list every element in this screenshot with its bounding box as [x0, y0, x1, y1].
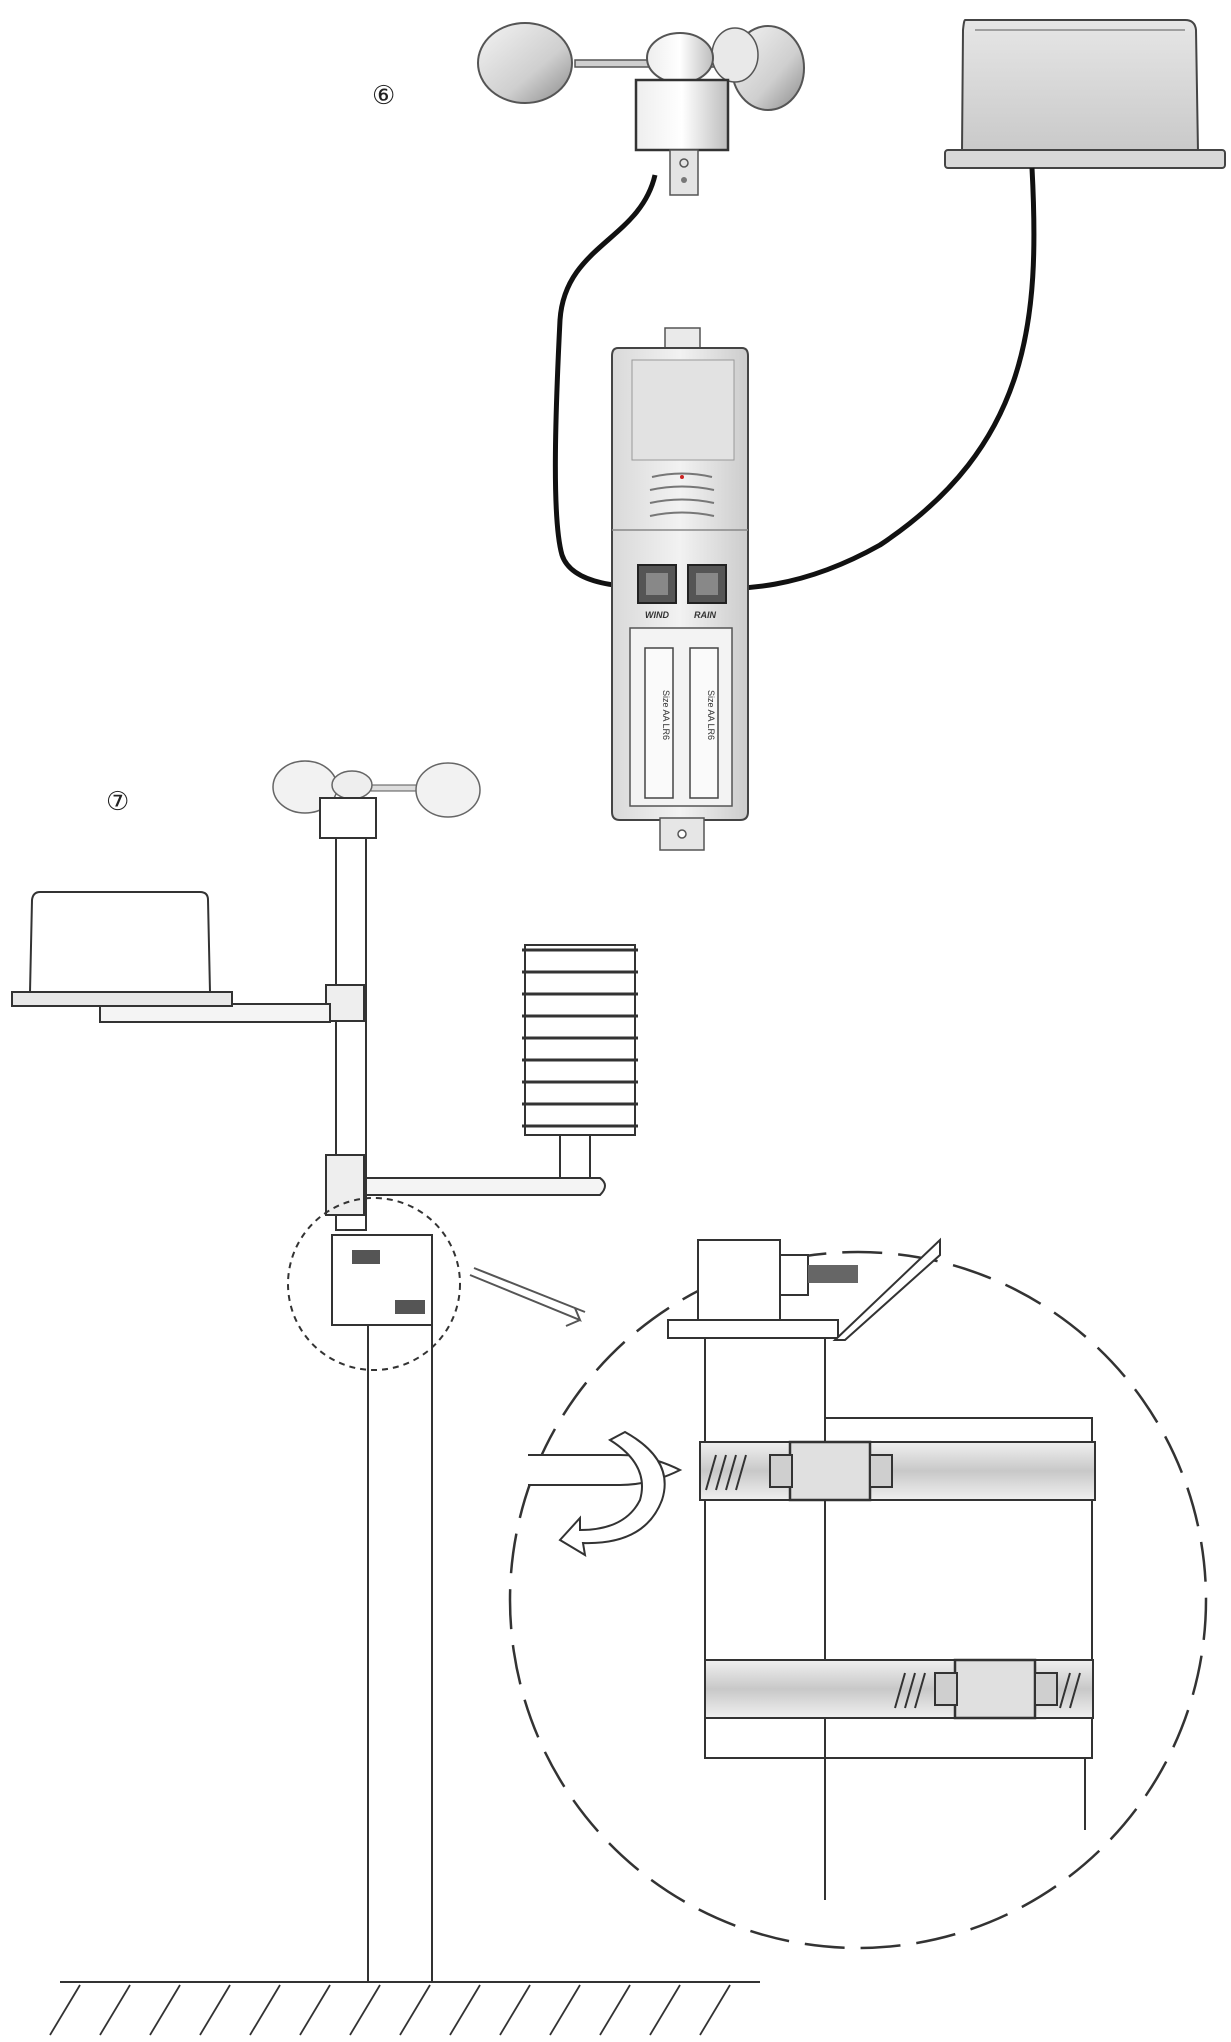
rain-cable	[699, 167, 1037, 592]
wind-port-label: WIND	[645, 610, 669, 620]
detail-callout-small	[287, 1197, 461, 1371]
step-7-number: ⑦	[106, 787, 129, 817]
battery-2	[689, 647, 719, 799]
upper-hose-clamp[interactable]	[699, 1441, 1096, 1501]
anemometer	[477, 22, 805, 196]
vent-slots	[649, 472, 715, 517]
sensor-mast	[11, 760, 638, 1326]
mounting-pole	[367, 1319, 433, 1983]
clamp-detail	[667, 1237, 1096, 1900]
wind-cable	[552, 174, 669, 591]
led-indicator	[680, 475, 684, 479]
battery-1-label: Size AA LR6	[661, 690, 671, 740]
ground	[49, 1981, 760, 2036]
transmitter: WIND RAIN Size AA LR6 Size AA LR6	[611, 327, 749, 851]
zoom-arrow	[469, 1267, 586, 1327]
rotate-arrow-icon	[558, 1430, 666, 1557]
radiation-shield	[522, 944, 638, 1179]
battery-2-label: Size AA LR6	[706, 690, 716, 740]
battery-1	[644, 647, 674, 799]
step-6-number: ⑥	[372, 81, 395, 111]
detail-callout-large	[508, 1250, 1208, 1950]
rain-gauge	[944, 19, 1226, 169]
rain-port-label: RAIN	[694, 610, 716, 620]
